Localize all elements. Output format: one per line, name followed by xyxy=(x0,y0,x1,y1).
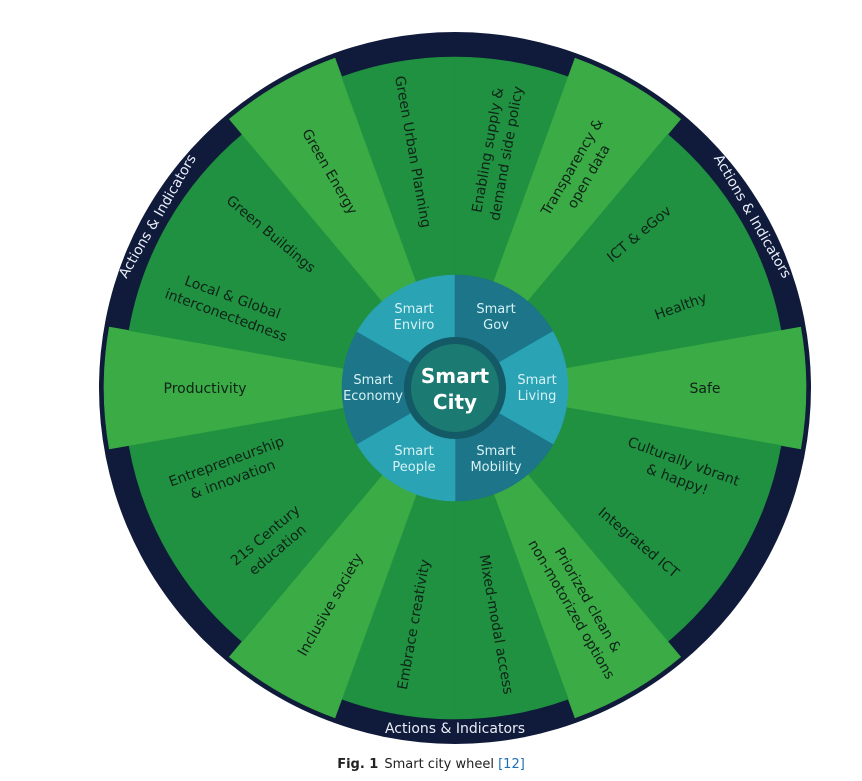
figure-label: Fig. 1 xyxy=(337,757,379,772)
segment-mixed-modal-access: Mixed-modal access xyxy=(454,493,569,720)
domain-enviro-label-line: Enviro xyxy=(394,318,435,333)
segment-local-global-interconectedness: Local & Globalinterconectedness xyxy=(128,222,358,369)
segment-culturally-vbrant-happy: Culturally vbrant& happy! xyxy=(552,407,782,554)
segment-green-urban-planning: Green Urban Planning xyxy=(341,56,456,283)
segment-productivity-label: Productivity xyxy=(164,381,247,397)
center-hub xyxy=(411,344,499,432)
segment-embrace-creativity: Embrace creativity xyxy=(341,493,456,720)
domain-gov-label-line: Smart xyxy=(476,302,515,317)
domain-people-label-line: Smart xyxy=(394,444,433,459)
figure-caption: Fig. 1 Smart city wheel [12] xyxy=(0,757,862,772)
domain-people-label-line: People xyxy=(392,460,435,475)
domain-mobility-label-line: Smart xyxy=(476,444,515,459)
smart-city-wheel: Entrepreneurship& innovation Productivity… xyxy=(99,32,811,744)
segment-entrepreneurship-innovation: Entrepreneurship& innovation xyxy=(128,407,358,554)
caption-text: Smart city wheel xyxy=(384,757,494,772)
domain-living-label-line: Smart xyxy=(517,373,556,388)
domain-gov-label-line: Gov xyxy=(483,318,509,333)
segment-ict-egov: ICT & eGov xyxy=(527,134,743,332)
segment-healthy: Healthy xyxy=(552,222,782,369)
segment-integrated-ict: Integrated ICT xyxy=(527,444,743,642)
domain-mobility-label-line: Mobility xyxy=(470,460,521,475)
segment-enabling-supply-demand-side-policy: Enabling supply &demand side policy xyxy=(454,56,569,283)
domain-living-label-line: Living xyxy=(518,389,557,404)
segment-safe: Safe xyxy=(565,326,807,450)
segment-inclusive-society: Inclusive society xyxy=(228,474,417,719)
domain-economy-label-line: Economy xyxy=(343,389,403,404)
domain-economy-label-line: Smart xyxy=(353,373,392,388)
segment-green-buildings: Green Buildings xyxy=(167,134,383,332)
center-title-line1: Smart xyxy=(421,364,490,388)
segment-productivity-label-line: Productivity xyxy=(164,381,247,397)
ring-label-actions-indicators: Actions & Indicators xyxy=(385,721,525,737)
segment-safe-label-line: Safe xyxy=(689,381,720,397)
segment-21s-century-education: 21s Centuryeducation xyxy=(167,444,383,642)
segment-safe-label: Safe xyxy=(689,381,720,397)
segment-productivity: Productivity xyxy=(103,326,345,450)
center-title-line2: City xyxy=(433,390,477,414)
domain-enviro-label-line: Smart xyxy=(394,302,433,317)
segment-transparency-open-data: Transparency &open data xyxy=(493,57,682,302)
caption-reference: [12] xyxy=(498,757,525,772)
